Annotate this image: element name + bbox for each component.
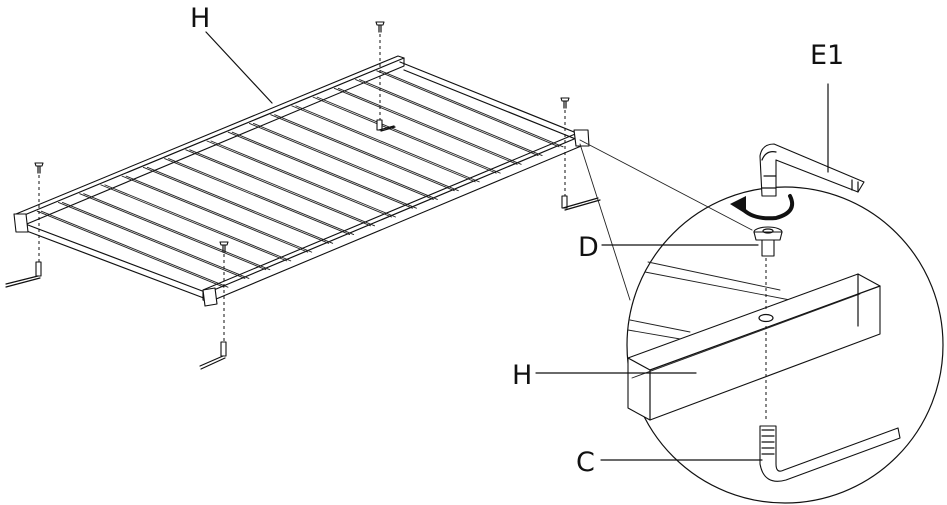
frame-end-rail-left bbox=[19, 221, 210, 301]
detail-barrel-nut bbox=[759, 425, 901, 482]
frame-slat-edge bbox=[316, 96, 501, 174]
frame-slat-edge bbox=[164, 158, 351, 236]
frame-slat-edge bbox=[274, 114, 459, 192]
frame-slat-edge bbox=[146, 166, 334, 244]
detail-content bbox=[627, 143, 901, 482]
frame-slat-edge bbox=[210, 140, 396, 218]
frame-corner-front bbox=[202, 287, 218, 307]
detail-allen-key bbox=[759, 143, 865, 197]
frame-slat-edge bbox=[359, 79, 543, 157]
frame-slat-edge bbox=[337, 87, 522, 165]
frame-side-rail-back bbox=[15, 55, 405, 227]
nut-key-icon bbox=[5, 261, 42, 288]
frame-slat-edge bbox=[206, 140, 392, 218]
frame-corner-right bbox=[573, 129, 590, 147]
nut-key-icon bbox=[376, 119, 396, 132]
frame-slat-edge bbox=[333, 87, 518, 165]
frame-slat-edge bbox=[312, 96, 497, 174]
bolt-icons bbox=[34, 21, 570, 253]
detail-zoom-circle bbox=[626, 186, 944, 504]
detail-bolt bbox=[753, 226, 783, 257]
frame-slat-edge bbox=[189, 149, 376, 227]
frame-slat-edge bbox=[270, 114, 455, 192]
rotate-arrow-icon bbox=[730, 194, 795, 221]
frame-slat-edge bbox=[227, 131, 413, 209]
nut-key-icon bbox=[561, 195, 601, 211]
frame-slat-edge bbox=[100, 184, 288, 262]
frame-slat-edge bbox=[125, 175, 313, 253]
frame-slats bbox=[36, 70, 564, 288]
frame-slat-edge bbox=[83, 193, 271, 271]
detail-frame-rail bbox=[627, 273, 881, 421]
bolt-icon bbox=[219, 241, 229, 253]
frame-slat-edge bbox=[121, 175, 309, 253]
frame-slat-edge bbox=[79, 193, 267, 271]
label-nut: C bbox=[576, 447, 595, 478]
frame-slat-edge bbox=[40, 210, 229, 288]
alignment-dashes bbox=[38, 34, 566, 342]
frame-slat-edge bbox=[36, 210, 225, 288]
label-bolt: D bbox=[578, 232, 599, 263]
zoom-connector-bottom bbox=[579, 143, 631, 301]
frame-end-rail-right bbox=[399, 61, 589, 145]
frame-slat-edge bbox=[355, 79, 539, 157]
frame-slat-edge bbox=[168, 158, 355, 236]
bolt-icon bbox=[34, 162, 44, 174]
frame-slat-edge bbox=[291, 105, 476, 183]
bolt-icon bbox=[560, 97, 570, 109]
frame-slat-edge bbox=[248, 122, 434, 200]
zoom-connector-top bbox=[579, 139, 753, 231]
label-frame-top: H bbox=[190, 3, 210, 34]
frame-corner-left bbox=[13, 213, 29, 233]
frame-slat-edge bbox=[295, 105, 480, 183]
frame-slat-edge bbox=[104, 184, 292, 262]
leader-frame-top bbox=[205, 31, 273, 104]
frame-slat-edge bbox=[376, 70, 560, 148]
frame-slat-edge bbox=[185, 149, 372, 227]
label-frame-detail: H bbox=[512, 360, 532, 391]
frame-slat-edge bbox=[142, 166, 330, 244]
nut-with-key-icons bbox=[5, 119, 601, 370]
nut-key-icon bbox=[199, 341, 227, 370]
bolt-icon bbox=[375, 21, 385, 33]
frame-slat-edge bbox=[61, 201, 250, 279]
frame-slat-edge bbox=[57, 201, 246, 279]
frame-slat-edge bbox=[252, 122, 438, 200]
label-key: E1 bbox=[810, 40, 844, 71]
frame-slat-edge bbox=[380, 70, 564, 148]
frame-slat-edge bbox=[231, 131, 417, 209]
bed-frame bbox=[13, 55, 590, 307]
